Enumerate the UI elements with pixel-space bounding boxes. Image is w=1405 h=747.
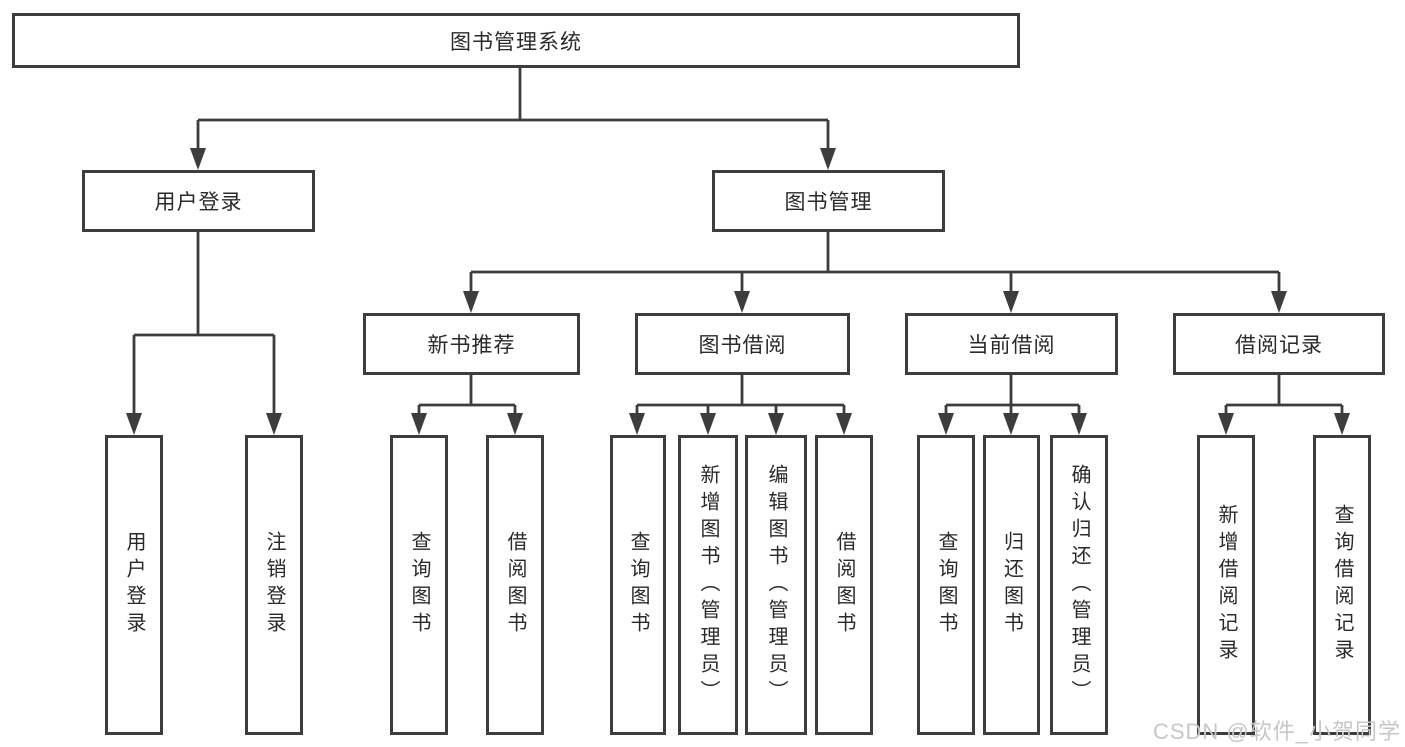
node-label: 查询图书 — [408, 531, 430, 639]
node-borrow-records: 借阅记录 — [1173, 313, 1385, 375]
node-return-books: 归还图书 — [983, 435, 1040, 735]
node-label: 新增借阅记录 — [1215, 504, 1237, 666]
node-edit-book-admin: 编辑图书（管理员） — [745, 435, 807, 735]
node-logout: 注销登录 — [245, 435, 303, 735]
node-user-login-leaf: 用户登录 — [105, 435, 163, 735]
node-label: 查询借阅记录 — [1331, 504, 1353, 666]
csdn-watermark: CSDN @软件_小贺同学 — [1152, 719, 1401, 744]
node-label: 借阅图书 — [833, 531, 855, 639]
node-label: 查询图书 — [627, 531, 649, 639]
node-confirm-return-admin: 确认归还（管理员） — [1050, 435, 1108, 735]
node-library-system: 图书管理系统 — [12, 13, 1020, 68]
node-add-book-admin: 新增图书（管理员） — [678, 435, 738, 735]
node-add-borrow-record: 新增借阅记录 — [1197, 435, 1255, 735]
node-label: 确认归还（管理员） — [1068, 463, 1090, 707]
node-label: 借阅图书 — [504, 531, 526, 639]
node-book-borrowing: 图书借阅 — [635, 313, 850, 375]
node-query-books-recommend: 查询图书 — [390, 435, 448, 735]
node-current-borrowing: 当前借阅 — [905, 313, 1118, 375]
node-label: 查询图书 — [935, 531, 957, 639]
node-borrow-books-recommend: 借阅图书 — [486, 435, 544, 735]
node-book-management: 图书管理 — [712, 170, 945, 232]
node-label: 编辑图书（管理员） — [765, 463, 787, 707]
node-label: 用户登录 — [123, 531, 145, 639]
node-label: 注销登录 — [263, 531, 285, 639]
node-query-books-current: 查询图书 — [917, 435, 975, 735]
node-borrow-books-borrowing: 借阅图书 — [815, 435, 873, 735]
node-user-login: 用户登录 — [82, 170, 315, 232]
node-query-books-borrowing: 查询图书 — [610, 435, 666, 735]
node-label: 归还图书 — [1000, 531, 1023, 639]
node-label: 新增图书（管理员） — [697, 463, 719, 707]
node-query-borrow-record: 查询借阅记录 — [1313, 435, 1371, 735]
node-new-book-recommend: 新书推荐 — [363, 313, 580, 375]
